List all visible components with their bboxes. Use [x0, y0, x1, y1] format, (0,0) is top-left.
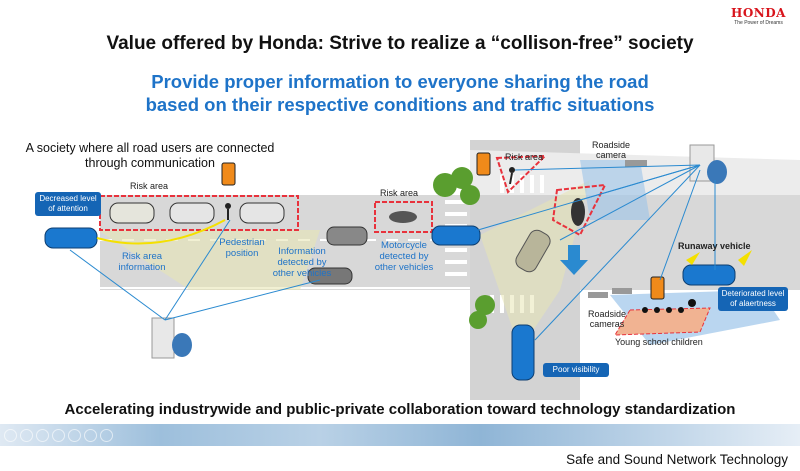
- children-icons: [642, 299, 696, 313]
- society-line-1: A society where all road users are conne…: [25, 141, 275, 155]
- pedestrian-icon: [225, 203, 231, 209]
- risk-area-label-2: Risk area: [380, 188, 419, 198]
- label-line: Pedestrian: [219, 237, 265, 248]
- label-line: Information: [278, 246, 326, 257]
- risk-area-box-3: [495, 154, 548, 194]
- more-options-button[interactable]: [100, 429, 113, 442]
- motorcycle-icon: [389, 211, 417, 223]
- warning-bolt-icon: [686, 252, 700, 265]
- subtitles-button[interactable]: [84, 429, 97, 442]
- subtitle-line-1: Provide proper information to everyone s…: [151, 71, 649, 92]
- risk-area-label-3: Risk area: [505, 152, 544, 162]
- poor-visibility-box: Poor visibility: [543, 363, 609, 377]
- society-caption: A society where all road users are conne…: [15, 141, 285, 171]
- motorcycle-icon: [571, 198, 585, 226]
- slide-title: Value offered by Honda: Strive to realiz…: [106, 33, 694, 54]
- risk-area-box-4: [551, 183, 607, 237]
- subtitle-line-2: based on their respective conditions and…: [145, 94, 655, 115]
- smartphone-icon: [650, 276, 665, 300]
- label-line: cameras: [589, 319, 625, 329]
- smartphone-icon: [476, 152, 491, 176]
- label-line: information: [118, 262, 166, 273]
- next-slide-button[interactable]: [20, 429, 33, 442]
- logo-tagline: The Power of Dreams: [734, 20, 783, 26]
- database-icon: [172, 333, 192, 357]
- direction-arrow: [560, 245, 588, 275]
- car-icons: [44, 202, 736, 381]
- box-line: Decreased level: [39, 194, 97, 203]
- risk-area-label-1: Risk area: [130, 181, 169, 191]
- pedestrian-icon: [509, 167, 515, 173]
- young-children-label: Young school children: [615, 337, 703, 347]
- risk-area-box-2: [374, 201, 433, 233]
- risk-area-box-1: [99, 195, 299, 231]
- runaway-vehicle-label: Runaway vehicle: [678, 241, 751, 251]
- risk-info-link: [96, 219, 226, 245]
- pen-tool-button[interactable]: [36, 429, 49, 442]
- database-icon: [707, 160, 727, 184]
- label-line: other vehicles: [374, 262, 434, 273]
- society-line-2: through communication: [85, 156, 215, 170]
- label-line: Motorcycle: [381, 240, 427, 251]
- footer-title: Safe and Sound Network Technology: [566, 452, 788, 467]
- zoom-button[interactable]: [68, 429, 81, 442]
- label-line: Roadside: [592, 140, 631, 150]
- decorative-band: [0, 424, 800, 446]
- box-line: of attention: [48, 204, 88, 213]
- label-line: detected by: [379, 251, 429, 262]
- label-line: camera: [596, 150, 627, 160]
- label-line: Risk area: [121, 251, 163, 262]
- smartphone-icon: [221, 162, 236, 186]
- box-line: Deteriorated level: [721, 289, 785, 298]
- label-line: Roadside: [588, 309, 627, 319]
- server-icon: [151, 317, 175, 359]
- honda-logo: HONDA The Power of Dreams: [731, 6, 786, 26]
- warning-bolt-icon: [738, 250, 752, 266]
- camera-icon: [612, 288, 632, 294]
- camera-icon: [588, 292, 608, 298]
- box-line: of alaertness: [730, 299, 776, 308]
- tree-icons: [433, 167, 495, 329]
- label-line: position: [225, 248, 259, 259]
- label-line: other vehicles: [272, 268, 332, 279]
- bottom-statement: Accelerating industrywide and public-pri…: [64, 401, 736, 418]
- previous-slide-button[interactable]: [4, 429, 17, 442]
- logo-brand: HONDA: [731, 6, 786, 20]
- camera-icon: [625, 160, 647, 167]
- children-risk-area: [614, 307, 711, 336]
- label-line: detected by: [277, 257, 327, 268]
- slides-button[interactable]: [52, 429, 65, 442]
- communication-lines: [69, 164, 716, 341]
